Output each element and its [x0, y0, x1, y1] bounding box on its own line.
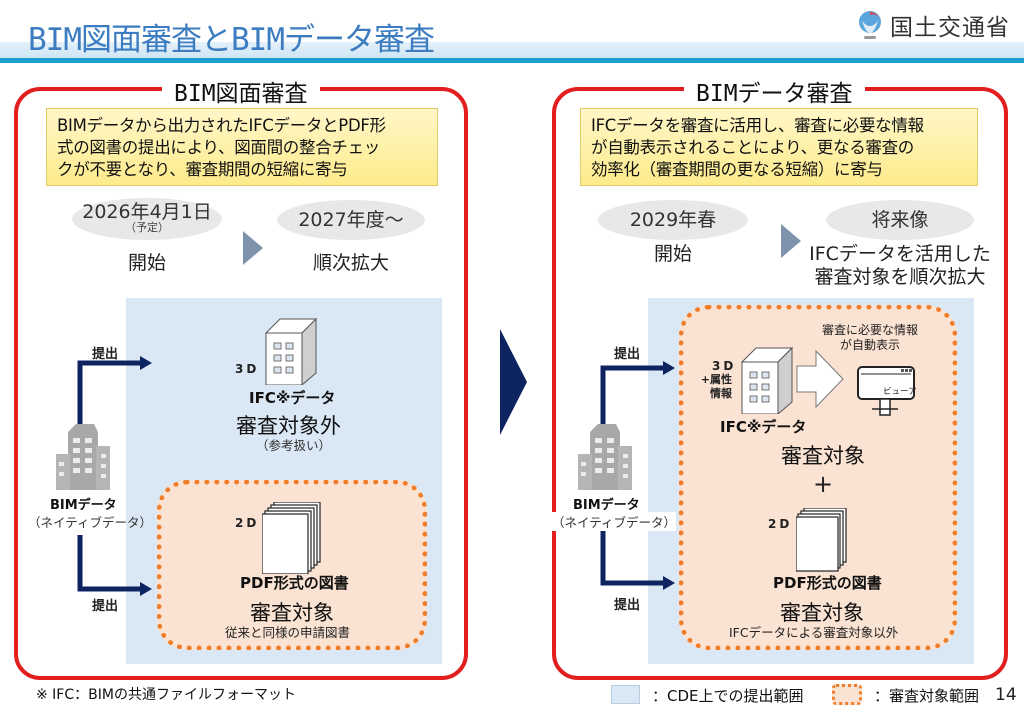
right-ifc-building-icon: [740, 346, 794, 414]
right-ifc-name: IFC※データ: [720, 418, 807, 436]
right-step-arrow-icon: [781, 224, 801, 258]
right-summary-box: IFCデータを審査に活用し、審査に必要な情報 が自動表示されることにより、更なる…: [580, 108, 978, 186]
viewer-label: ビューア: [883, 387, 917, 397]
right-attribute-label: +属性 情報: [698, 373, 732, 401]
right-step1-date: 2029年春: [629, 209, 717, 231]
right-submit-label-top: 提出: [614, 347, 641, 362]
attribute-line: 情報: [710, 387, 732, 400]
right-step2-label: IFCデータを活用した 審査対象を順次拡大: [790, 243, 1010, 289]
attribute-line: +属性: [700, 373, 732, 386]
left-step1-date: 2026年4月1日: [82, 201, 212, 223]
left-summary-box: BIMデータから出力されたIFCデータとPDF形 式の図書の提出により、図面間の…: [46, 108, 438, 186]
left-bim-data-label: BIMデータ: [50, 498, 117, 513]
ministry-logo: 国土交通省: [856, 8, 1010, 42]
ifc-footnote: ※ IFC：BIMの共通ファイルフォーマット: [36, 687, 296, 703]
header-rule: [0, 58, 1024, 63]
arrow-head-icon: [140, 582, 152, 596]
left-step2-pill: 2027年度～: [277, 200, 425, 240]
left-pdf-documents-icon: [262, 502, 321, 574]
left-step-arrow-icon: [243, 231, 263, 265]
left-submit-label-top: 提出: [92, 347, 119, 362]
summary-line: IFCデータを審査に活用し、審査に必要な情報: [591, 116, 924, 135]
viewer-monitor-icon: [857, 366, 915, 416]
legend-review-label: ：審査対象範囲: [874, 687, 980, 705]
left-step2-date: 2027年度～: [298, 209, 404, 231]
left-panel-title: BIM図面審査: [162, 74, 320, 108]
left-bim-building-icon: [56, 424, 110, 490]
left-step2-label: 順次拡大: [312, 252, 389, 274]
legend-review-swatch: [832, 684, 862, 705]
left-pdf-status: 審査対象: [250, 601, 334, 625]
right-panel-title: BIMデータ審査: [684, 74, 865, 108]
right-pdf-status: 審査対象: [780, 601, 864, 625]
transition-arrow-icon: [500, 329, 527, 435]
left-ifc-building-icon: [264, 317, 318, 385]
right-submit-label-bottom: 提出: [614, 598, 641, 613]
right-step2-line: IFCデータを活用した: [809, 243, 991, 265]
summary-line: BIMデータから出力されたIFCデータとPDF形: [57, 116, 386, 135]
right-bim-data-label: BIMデータ: [573, 498, 640, 513]
left-step1-label: 開始: [127, 252, 166, 274]
left-2d-label: 2D: [235, 516, 260, 530]
left-3d-label: 3D: [235, 362, 260, 376]
plus-sign: +: [813, 470, 834, 498]
right-step1-pill: 2029年春: [598, 200, 748, 240]
left-pdf-status-note: 従来と同様の申請図書: [225, 625, 351, 640]
right-ifc-status: 審査対象: [781, 444, 865, 468]
right-review-area: [679, 305, 957, 650]
page-number: 14: [995, 685, 1017, 705]
legend-cde-swatch: [611, 685, 640, 704]
left-submit-label-bottom: 提出: [92, 599, 119, 614]
summary-line: 式の図書の提出により、図面間の整合チェッ: [57, 138, 381, 157]
right-bim-building-icon: [578, 424, 632, 490]
ministry-name: 国土交通省: [890, 15, 1010, 41]
right-pdf-documents-icon: [796, 508, 847, 572]
right-pdf-status-note: IFCデータによる審査対象以外: [729, 625, 899, 640]
left-ifc-status: 審査対象外: [236, 414, 341, 438]
right-step2-pill: 将来像: [826, 200, 974, 240]
arrow-head-icon: [663, 576, 675, 590]
right-3d-label: 3D: [712, 359, 737, 373]
summary-line: クが不要となり、審査期間の短縮に寄与: [57, 160, 348, 179]
auto-display-line: が自動表示: [839, 338, 900, 352]
right-bim-data-note: （ネイティブデータ）: [552, 512, 677, 531]
auto-display-arrow-icon: [796, 350, 844, 408]
page-title: BIM図面審査とBIMデータ審査: [28, 22, 435, 58]
left-step1-note: （予定）: [125, 221, 169, 234]
right-step2-line: 審査対象を順次拡大: [814, 266, 986, 288]
legend-cde-label: ：CDE上での提出範囲: [652, 687, 804, 705]
left-step1-pill: 2026年4月1日 （予定）: [72, 198, 222, 240]
arrow-head-icon: [140, 356, 152, 370]
right-2d-label: 2D: [768, 517, 793, 531]
auto-display-caption: 審査に必要な情報 が自動表示: [810, 323, 930, 353]
summary-line: が自動表示されることにより、更なる審査の: [591, 138, 915, 157]
left-ifc-status-note: （参考扱い）: [256, 438, 332, 453]
left-ifc-name: IFC※データ: [249, 389, 336, 407]
right-step2-date: 将来像: [871, 209, 929, 231]
left-pdf-name: PDF形式の図書: [240, 574, 349, 592]
left-bim-data-note: （ネイティブデータ）: [28, 515, 153, 530]
auto-display-line: 審査に必要な情報: [821, 323, 918, 337]
header-band: [0, 42, 1024, 58]
right-pdf-name: PDF形式の図書: [773, 574, 882, 592]
arrow-head-icon: [663, 361, 675, 375]
mlit-logo-icon: [859, 11, 881, 39]
summary-line: 効率化（審査期間の更なる短縮）に寄与: [591, 160, 883, 179]
right-step1-label: 開始: [653, 243, 692, 265]
